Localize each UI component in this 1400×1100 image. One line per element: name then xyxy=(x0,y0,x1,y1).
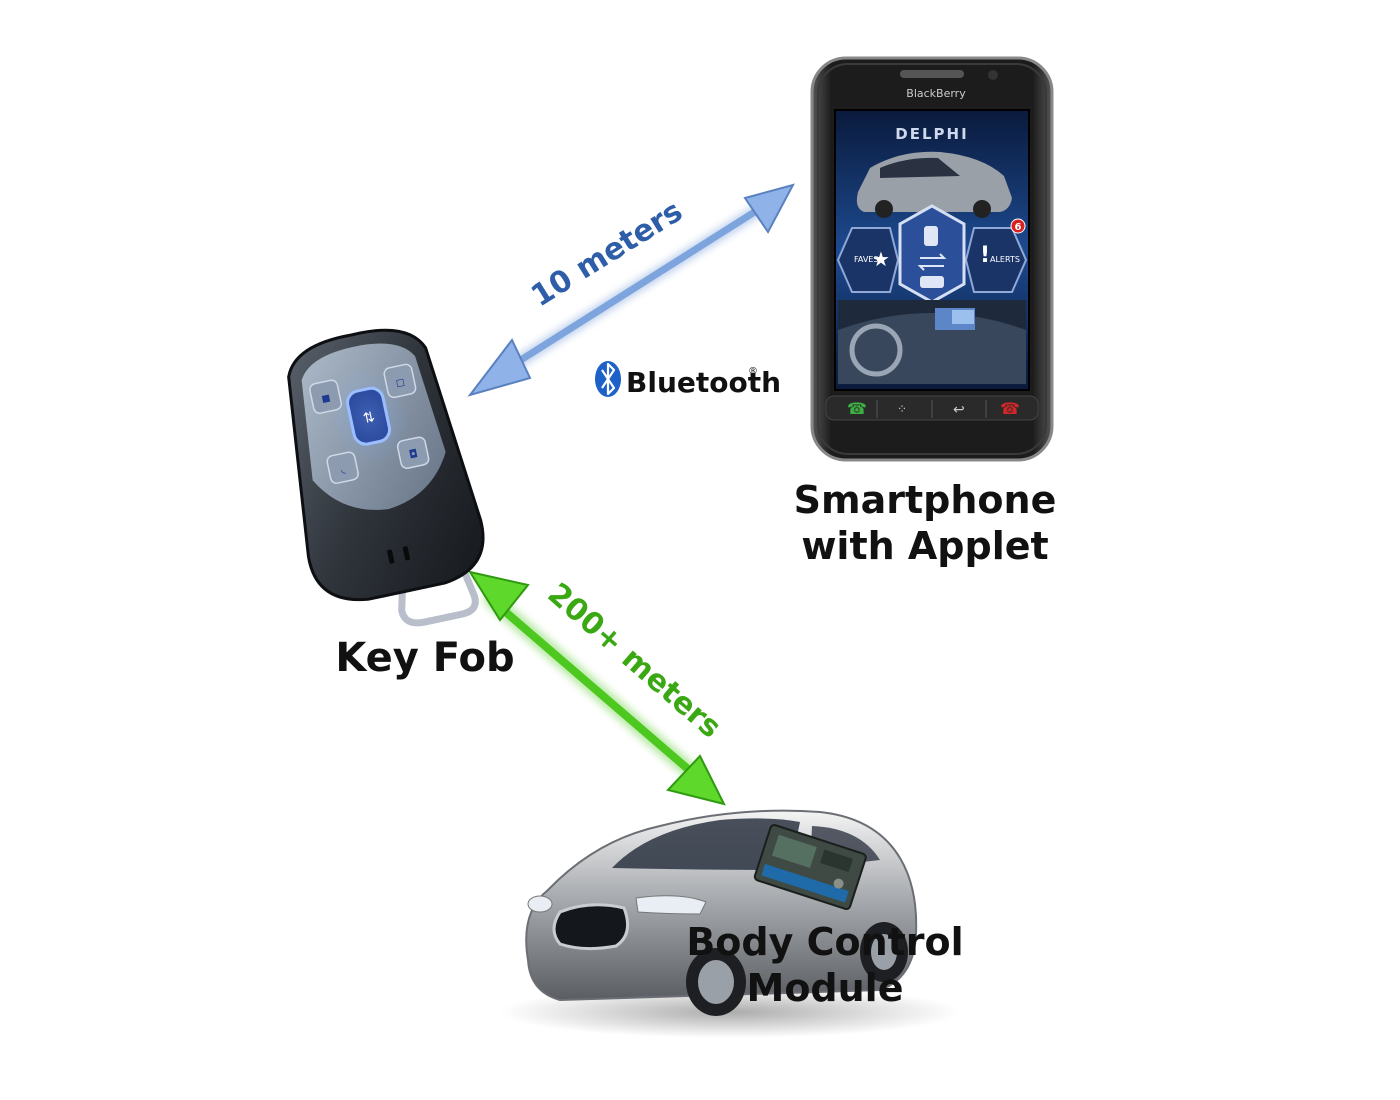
phone-button-row: ☎ ⁘ ↩ ☎ xyxy=(825,395,1039,421)
alerts-badge xyxy=(1010,218,1026,234)
screen-logo: DELPHI xyxy=(895,125,968,143)
car-mini-icon xyxy=(920,276,944,288)
smartphone: BlackBerry DELPHI FAVES ★ ! ALERTS 6 xyxy=(810,56,1054,462)
bcm-caption-line-1: Body Control xyxy=(686,920,964,964)
star-icon: ★ xyxy=(872,247,890,271)
fob-trunk-button[interactable] xyxy=(326,451,359,484)
fob-remote-start-button[interactable] xyxy=(396,436,430,469)
bluetooth-wordmark: Bluetooth xyxy=(626,366,781,399)
unlock-icon: ◻ xyxy=(394,375,406,390)
blackberry-menu-icon[interactable]: ⁘ xyxy=(897,402,907,416)
alerts-label: ALERTS xyxy=(990,255,1020,264)
car-headlight-left xyxy=(527,895,553,913)
signal-icon: ◟ xyxy=(340,462,348,476)
bluetooth-distance-label: 10 meters xyxy=(525,194,689,314)
car-headlight-right xyxy=(635,895,707,915)
phone-speaker xyxy=(900,70,964,78)
car xyxy=(500,809,960,1038)
fob-indicator-left xyxy=(387,549,395,564)
faves-hex-button[interactable] xyxy=(836,227,900,293)
smartphone-caption: Smartphone with Applet xyxy=(760,478,1090,569)
fob-indicator-right xyxy=(402,546,410,561)
smartphone-caption-line-1: Smartphone xyxy=(793,478,1057,522)
body-control-module-board xyxy=(753,824,867,911)
car-icon: ◘ xyxy=(408,447,419,462)
bcm-caption-line-2: Module xyxy=(746,965,904,1010)
fob-center-icon: ⇅ xyxy=(362,409,377,427)
fob-lock-button[interactable] xyxy=(309,379,343,414)
car-grille xyxy=(552,903,630,951)
alert-icon: ! xyxy=(980,243,990,268)
screen-car-image xyxy=(856,151,1012,218)
phone-brand: BlackBerry xyxy=(906,87,966,100)
alerts-hex-button[interactable] xyxy=(964,227,1028,293)
call-green-icon[interactable]: ☎ xyxy=(847,399,867,418)
fob-unlock-button[interactable] xyxy=(383,363,417,399)
back-icon[interactable]: ↩ xyxy=(953,402,965,418)
phone-screen: DELPHI FAVES ★ ! ALERTS 6 xyxy=(834,109,1030,391)
phone-mini-icon xyxy=(924,226,938,246)
bluetooth-logo: Bluetooth ® xyxy=(595,361,781,399)
faves-label: FAVES xyxy=(854,255,878,264)
body-control-module-caption: Body Control Module xyxy=(660,920,990,1011)
fob-key-ring xyxy=(398,563,479,627)
call-red-icon[interactable]: ☎ xyxy=(1000,399,1020,418)
rf-link-arrow xyxy=(467,570,726,806)
key-fob: ⇅ ◼ ◻ ◟ ◘ xyxy=(287,328,485,627)
alerts-badge-count: 6 xyxy=(1015,222,1022,233)
bluetooth-link-arrow xyxy=(467,183,795,397)
sync-icon xyxy=(917,253,947,271)
bluetooth-trademark: ® xyxy=(748,366,758,377)
smartphone-caption-line-2: with Applet xyxy=(801,523,1049,568)
car-windshield xyxy=(612,818,800,870)
key-fob-caption: Key Fob xyxy=(335,635,515,681)
phone-camera xyxy=(988,70,998,80)
screen-dashboard-image xyxy=(838,300,1026,384)
lock-icon: ◼ xyxy=(320,391,332,406)
